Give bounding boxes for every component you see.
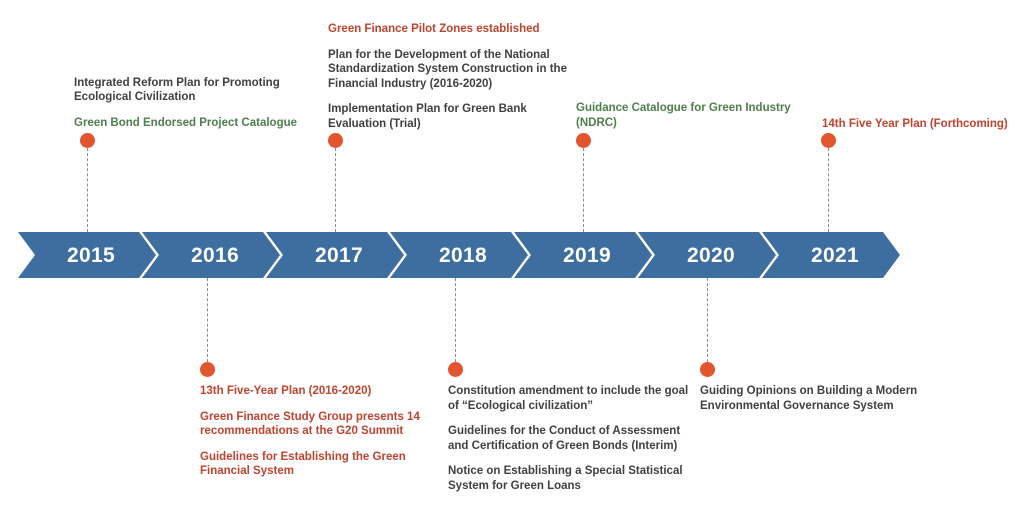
- annotation-note: Integrated Reform Plan for Promoting Eco…: [74, 76, 280, 104]
- timeline-segment-2017[interactable]: 2017: [266, 232, 404, 278]
- timeline-segment-2018[interactable]: 2018: [390, 232, 528, 278]
- annotation-note: Guidelines for Establishing the Green Fi…: [200, 450, 406, 478]
- marker-stem-2016: [207, 278, 208, 362]
- marker-dot-2019: [576, 133, 591, 148]
- timeline-segment-2020[interactable]: 2020: [638, 232, 776, 278]
- timeline-year-label: 2016: [191, 243, 239, 267]
- timeline-year-label: 2019: [563, 243, 611, 267]
- annotation-note: Constitution amendment to include the go…: [448, 385, 689, 412]
- marker-stem-2018: [455, 278, 456, 362]
- marker-dot-2021: [821, 133, 836, 148]
- marker-dot-2018: [448, 362, 463, 377]
- annotation-block-2019: Guidance Catalogue for Green Industry (N…: [576, 98, 811, 130]
- annotation-block-2017: Green Finance Pilot Zones established Pl…: [328, 14, 568, 131]
- timeline-segment-2021[interactable]: 2021: [762, 232, 900, 278]
- marker-stem-2020: [707, 278, 708, 362]
- annotation-block-2020: Guiding Opinions on Building a Modern En…: [700, 384, 932, 413]
- timeline-segment-2015[interactable]: 2015: [18, 232, 156, 278]
- timeline-segment-2016[interactable]: 2016: [142, 232, 280, 278]
- timeline-year-label: 2015: [67, 243, 115, 267]
- marker-dot-2020: [700, 362, 715, 377]
- annotation-note: Green Finance Study Group presents 14 re…: [200, 410, 420, 438]
- annotation-note: 13th Five-Year Plan (2016-2020): [200, 385, 372, 397]
- timeline-segment-2019[interactable]: 2019: [514, 232, 652, 278]
- timeline-year-label: 2018: [439, 243, 487, 267]
- annotation-note: Guiding Opinions on Building a Modern En…: [700, 385, 918, 412]
- timeline-bar: 2015 2016 2017 2018 2019 2020 2021: [18, 232, 898, 278]
- annotation-note: Implementation Plan for Green Bank Evalu…: [328, 103, 527, 130]
- annotation-note: Green Bond Endorsed Project Catalogue: [74, 116, 298, 129]
- annotation-note: Green Finance Pilot Zones established: [328, 23, 540, 35]
- annotation-block-2021: 14th Five Year Plan (Forthcoming): [822, 113, 1022, 131]
- annotation-note: Guidance Catalogue for Green Industry (N…: [576, 102, 791, 129]
- marker-stem-2017: [335, 148, 336, 232]
- timeline-year-label: 2021: [811, 243, 859, 267]
- marker-dot-2016: [200, 362, 215, 377]
- annotation-note: 14th Five Year Plan (Forthcoming): [822, 117, 1008, 130]
- annotation-note: Guidelines for the Conduct of Assessment…: [448, 425, 681, 452]
- marker-stem-2015: [87, 148, 88, 232]
- marker-dot-2017: [328, 133, 343, 148]
- annotation-note: Notice on Establishing a Special Statist…: [448, 465, 683, 492]
- annotation-block-2018: Constitution amendment to include the go…: [448, 384, 696, 493]
- annotation-note: Plan for the Development of the National…: [328, 48, 567, 90]
- timeline-year-label: 2017: [315, 243, 363, 267]
- marker-stem-2021: [828, 148, 829, 232]
- timeline-year-label: 2020: [687, 243, 735, 267]
- annotation-block-2016: 13th Five-Year Plan (2016-2020) Green Fi…: [200, 384, 432, 479]
- marker-dot-2015: [80, 133, 95, 148]
- marker-stem-2019: [583, 148, 584, 232]
- annotation-block-2015: Integrated Reform Plan for Promoting Eco…: [74, 70, 309, 130]
